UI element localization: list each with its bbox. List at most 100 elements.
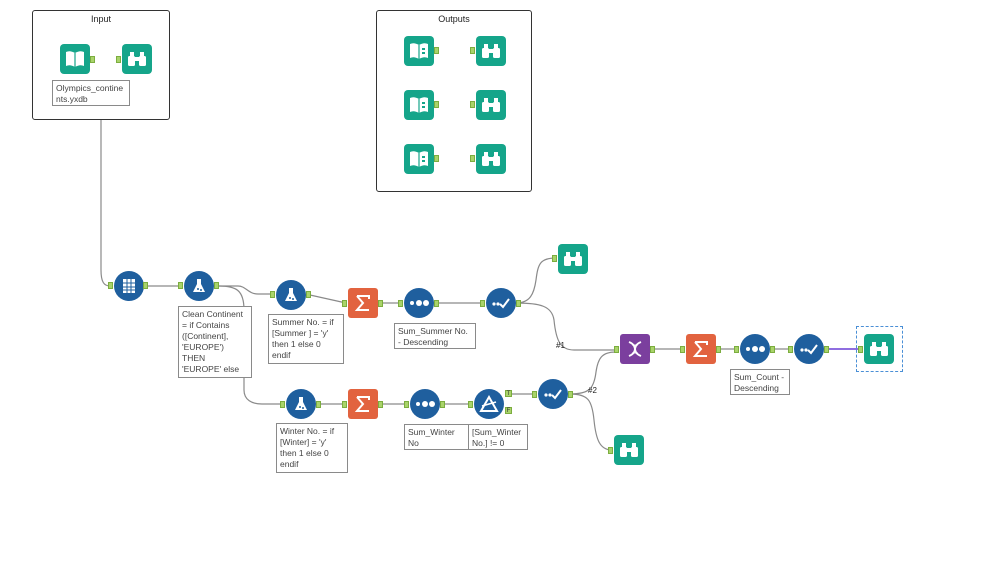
output-anchor[interactable] xyxy=(824,346,829,353)
output-anchor[interactable] xyxy=(716,346,721,353)
input-anchor[interactable] xyxy=(468,401,473,408)
select-tool[interactable] xyxy=(114,271,144,301)
sort-count-tool[interactable] xyxy=(740,334,770,364)
input-anchor[interactable] xyxy=(270,291,275,298)
output-anchor[interactable] xyxy=(214,282,219,289)
input-anchor[interactable] xyxy=(342,401,347,408)
browse-tool[interactable] xyxy=(476,90,506,120)
binoculars-icon xyxy=(480,42,502,60)
filter-false-anchor[interactable]: F xyxy=(505,407,512,414)
sample-summer-tool[interactable] xyxy=(486,288,516,318)
connector[interactable] xyxy=(569,351,617,395)
book-icon xyxy=(64,49,86,69)
selection-box xyxy=(856,326,903,372)
output-anchor[interactable] xyxy=(568,391,573,398)
book-icon xyxy=(408,41,430,61)
summarize-count-tool[interactable] xyxy=(686,334,716,364)
input-anchor[interactable] xyxy=(608,447,613,454)
filter-true-anchor[interactable]: T xyxy=(505,390,512,397)
browse-tool[interactable] xyxy=(122,44,152,74)
checkmark-dots-icon xyxy=(491,296,511,310)
browse-tool[interactable] xyxy=(476,36,506,66)
input-anchor[interactable] xyxy=(470,101,475,108)
input-anchor[interactable] xyxy=(398,300,403,307)
sort-winter-tool[interactable] xyxy=(410,389,440,419)
browse-summer-tool[interactable] xyxy=(558,244,588,274)
input-anchor[interactable] xyxy=(280,401,285,408)
output-anchor[interactable] xyxy=(434,101,439,108)
grid-checklist-icon xyxy=(120,277,138,295)
sigma-icon xyxy=(691,339,711,359)
sort-summer-tool[interactable] xyxy=(404,288,434,318)
input-anchor[interactable] xyxy=(480,300,485,307)
dots-icon xyxy=(745,345,765,353)
flask-icon xyxy=(292,395,310,413)
output-anchor[interactable] xyxy=(434,300,439,307)
input-anchor[interactable] xyxy=(788,346,793,353)
sort-summer-annotation: Sum_Summer No. - Descending xyxy=(394,323,476,349)
connector[interactable] xyxy=(219,285,270,295)
output-anchor[interactable] xyxy=(434,47,439,54)
sample-winter-tool[interactable] xyxy=(538,379,568,409)
flask-icon xyxy=(190,277,208,295)
output-anchor[interactable] xyxy=(378,300,383,307)
output-anchor[interactable] xyxy=(143,282,148,289)
winter-formula-tool[interactable] xyxy=(286,389,316,419)
output-data-tool[interactable] xyxy=(404,90,434,120)
connector[interactable] xyxy=(515,302,616,351)
output-anchor[interactable] xyxy=(306,291,311,298)
output-anchor[interactable] xyxy=(516,300,521,307)
input-anchor[interactable] xyxy=(178,282,183,289)
book-icon xyxy=(408,149,430,169)
summarize-summer-tool[interactable] xyxy=(348,288,378,318)
union-tool[interactable] xyxy=(620,334,650,364)
input-file-annotation: Olympics_contine nts.yxdb xyxy=(52,80,130,106)
sample-count-tool[interactable] xyxy=(794,334,824,364)
binoculars-icon xyxy=(562,250,584,268)
output-anchor[interactable] xyxy=(770,346,775,353)
output-data-tool[interactable] xyxy=(404,36,434,66)
input-anchor[interactable] xyxy=(470,47,475,54)
input-anchor[interactable] xyxy=(614,346,619,353)
input-anchor[interactable] xyxy=(116,56,121,63)
browse-tool[interactable] xyxy=(476,144,506,174)
output-anchor[interactable] xyxy=(434,155,439,162)
input-anchor[interactable] xyxy=(470,155,475,162)
filter-winter-tool[interactable] xyxy=(474,389,504,419)
output-anchor[interactable] xyxy=(90,56,95,63)
input-anchor[interactable] xyxy=(342,300,347,307)
output-data-tool[interactable] xyxy=(404,144,434,174)
output-anchor[interactable] xyxy=(440,401,445,408)
output-anchor[interactable] xyxy=(650,346,655,353)
winter-formula-annotation: Winter No. = if [Winter] = 'y' then 1 el… xyxy=(276,423,348,473)
connector[interactable] xyxy=(515,257,557,304)
sort-winter-annotation: Sum_Winter No Descending xyxy=(404,424,470,450)
connector[interactable] xyxy=(569,393,613,451)
filter-winter-annotation: [Sum_Winter No.] != 0 xyxy=(468,424,528,450)
outputs-container[interactable]: Outputs xyxy=(376,10,532,192)
browse-final-tool[interactable] xyxy=(864,334,894,364)
dots-icon xyxy=(409,299,429,307)
input-anchor[interactable] xyxy=(680,346,685,353)
dna-union-icon xyxy=(625,339,645,359)
input-anchor[interactable] xyxy=(404,401,409,408)
browse-winter-tool[interactable] xyxy=(614,435,644,465)
summer-formula-tool[interactable] xyxy=(276,280,306,310)
output-anchor[interactable] xyxy=(378,401,383,408)
input-anchor[interactable] xyxy=(858,346,863,353)
input-anchor[interactable] xyxy=(552,255,557,262)
input-anchor[interactable] xyxy=(532,391,537,398)
connector[interactable] xyxy=(309,294,347,304)
connector[interactable] xyxy=(218,285,280,405)
summarize-winter-tool[interactable] xyxy=(348,389,378,419)
output-anchor[interactable] xyxy=(316,401,321,408)
input-anchor[interactable] xyxy=(734,346,739,353)
sort-count-annotation: Sum_Count - Descending xyxy=(730,369,790,395)
clean-continent-formula-tool[interactable] xyxy=(184,271,214,301)
binoculars-icon xyxy=(126,50,148,68)
sigma-icon xyxy=(353,394,373,414)
input-container-title: Input xyxy=(90,14,112,24)
input-data-tool[interactable] xyxy=(60,44,90,74)
input-anchor[interactable] xyxy=(108,282,113,289)
binoculars-icon xyxy=(480,96,502,114)
